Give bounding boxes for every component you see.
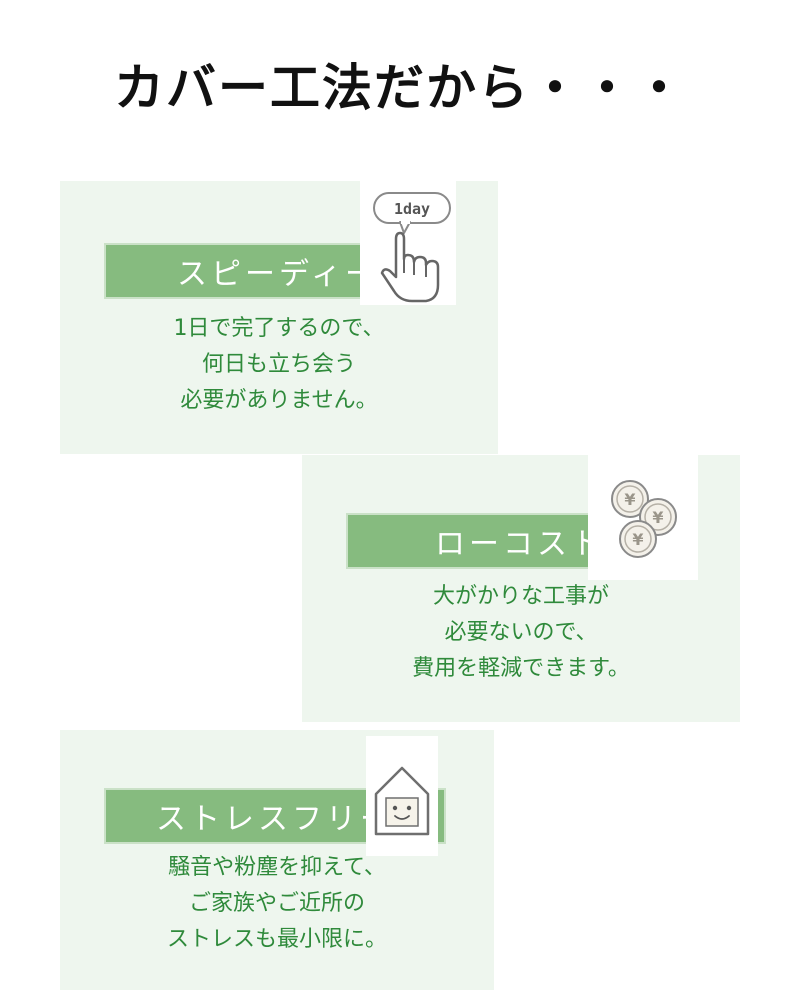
- svg-text:¥: ¥: [624, 490, 635, 509]
- yen-coins-icon: ¥ ¥ ¥: [588, 455, 698, 580]
- page-title: カバー工法だから・・・: [114, 59, 686, 117]
- svg-text:¥: ¥: [632, 530, 643, 549]
- description-line: 1日で完了するので、: [173, 316, 385, 341]
- smiling-house-icon: [366, 736, 438, 856]
- feature-description: 1日で完了するので、 何日も立ち会う 必要がありません。: [60, 311, 498, 419]
- description-line: 騒音や粉塵を抑えて、: [168, 855, 386, 880]
- description-line: 必要ないので、: [444, 620, 598, 645]
- description-line: 必要がありません。: [180, 388, 378, 413]
- feature-description: 大がかりな工事が 必要ないので、 費用を軽減できます。: [302, 579, 740, 687]
- feature-description: 騒音や粉塵を抑えて、 ご家族やご近所の ストレスも最小限に。: [60, 850, 494, 958]
- feature-card-stress-free: ストレスフリー 騒音や粉塵を抑えて、 ご家族やご近所の ストレスも最小限に。: [60, 730, 494, 990]
- description-line: 費用を軽減できます。: [412, 656, 630, 681]
- description-line: 大がかりな工事が: [432, 584, 609, 609]
- description-line: 何日も立ち会う: [201, 352, 356, 377]
- pointing-hand-icon: 1day: [360, 181, 456, 305]
- icon-label: 1day: [394, 200, 430, 218]
- description-line: ストレスも最小限に。: [166, 927, 387, 952]
- feature-card-low-cost: ローコスト ¥ ¥ ¥ 大がかりな工事が 必要ないので、 費用を軽減できます。: [302, 455, 740, 722]
- feature-card-speedy: スピーディー 1day 1日で完了するので、 何日も立ち会う 必要がありません。: [60, 181, 498, 454]
- svg-text:¥: ¥: [652, 508, 663, 527]
- description-line: ご家族やご近所の: [188, 891, 365, 916]
